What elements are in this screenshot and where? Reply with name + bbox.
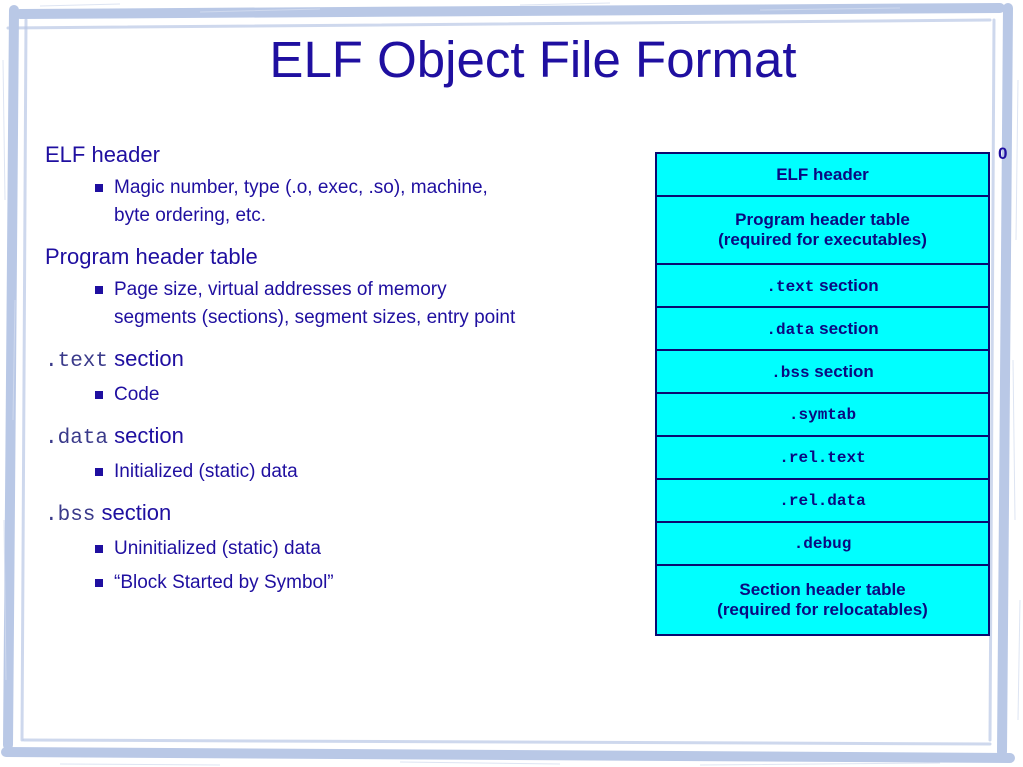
slide-title: ELF Object File Format: [269, 31, 797, 88]
table-row-elf-header: ELF header: [657, 154, 988, 197]
item-label: section: [114, 346, 184, 371]
bullet: “Block Started by Symbol”: [45, 569, 625, 597]
item-mono-label: .text: [45, 350, 109, 373]
table-row-symtab: .symtab: [657, 394, 988, 437]
item-program-header-table: Program header table: [45, 242, 625, 272]
item-mono-label: .bss: [45, 504, 96, 527]
bullet: Magic number, type (.o, exec, .so), mach…: [45, 174, 625, 230]
item-label: ELF header: [45, 142, 160, 167]
elf-layout-table: ELF header Program header table(required…: [655, 152, 990, 636]
item-label: section: [101, 500, 172, 525]
item-bss-section: .bss section: [45, 498, 625, 531]
bullet: Code: [45, 381, 625, 409]
bullet: Initialized (static) data: [45, 458, 625, 486]
table-row-debug: .debug: [657, 523, 988, 566]
item-label: Program header table: [45, 244, 258, 269]
table-row-section-header-table: Section header table(required for reloca…: [717, 580, 928, 619]
table-row-data-section: .data section: [657, 308, 988, 351]
bullet: Uninitialized (static) data: [45, 535, 625, 563]
item-elf-header: ELF header: [45, 140, 625, 170]
table-row-rel-data: .rel.data: [657, 480, 988, 523]
table-row-text-section: .text section: [657, 265, 988, 308]
bullet-list: ELF header Magic number, type (.o, exec,…: [45, 140, 625, 597]
item-label: section: [114, 423, 184, 448]
table-row-rel-text: .rel.text: [657, 437, 988, 480]
item-mono-label: .data: [45, 427, 109, 450]
table-row-program-header-table: Program header table(required for execut…: [657, 197, 988, 265]
item-data-section: .data section: [45, 421, 625, 454]
offset-zero-label: 0: [998, 144, 1008, 163]
table-row-bss-section: .bss section: [657, 351, 988, 394]
item-text-section: .text section: [45, 344, 625, 377]
